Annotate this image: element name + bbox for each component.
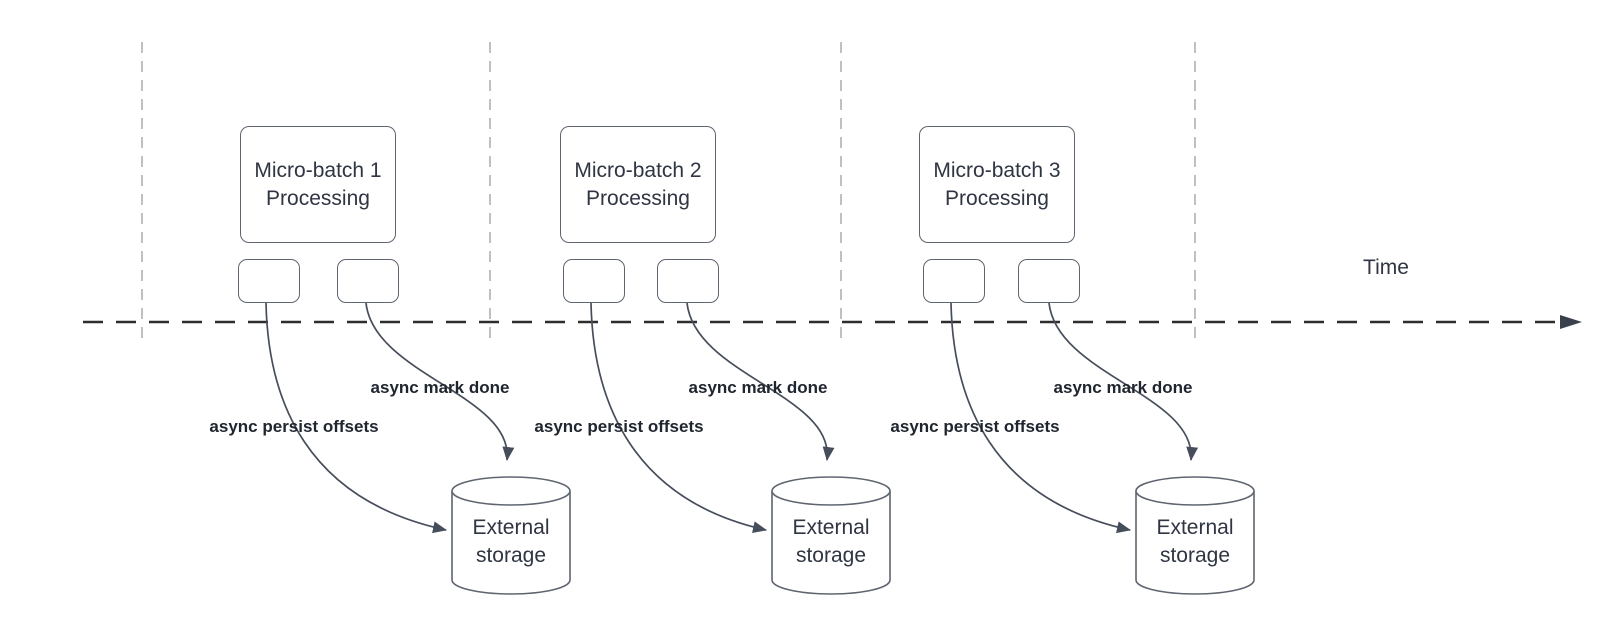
storage-cylinder — [771, 476, 891, 595]
micro-batch-box: Micro-batch 3 Processing — [919, 126, 1075, 243]
persist-offsets-arrow — [950, 302, 1131, 534]
persist-offsets-label: async persist offsets — [890, 417, 1060, 436]
mark-done-arrow — [686, 302, 835, 461]
mark-done-arrow — [365, 302, 515, 461]
persist-offsets-label: async persist offsets — [534, 417, 704, 436]
micro-batch-box: Micro-batch 2 Processing — [560, 126, 716, 243]
external-storage-label: External storage — [472, 516, 550, 567]
persist-offsets-arrow — [590, 302, 767, 534]
storage-cylinder — [1135, 476, 1255, 595]
storage-cylinder — [451, 476, 571, 595]
persist-offsets-task-box — [238, 259, 300, 303]
external-storage-label: External storage — [792, 516, 870, 567]
mark-done-label: async mark done — [370, 378, 510, 397]
persist-offsets-task-box — [563, 259, 625, 303]
time-axis-arrowhead-icon — [1560, 315, 1582, 329]
mark-done-task-box — [1018, 259, 1080, 303]
micro-batch-box: Micro-batch 1 Processing — [240, 126, 396, 243]
mark-done-arrow — [1048, 302, 1199, 461]
mark-done-task-box — [657, 259, 719, 303]
persist-offsets-label: async persist offsets — [209, 417, 379, 436]
external-storage-label: External storage — [1156, 516, 1234, 567]
mark-done-label: async mark done — [1053, 378, 1193, 397]
mark-done-task-box — [337, 259, 399, 303]
persist-offsets-arrow — [265, 302, 447, 534]
persist-offsets-task-box — [923, 259, 985, 303]
mark-done-label: async mark done — [688, 378, 828, 397]
time-axis-label: Time — [1363, 256, 1409, 279]
